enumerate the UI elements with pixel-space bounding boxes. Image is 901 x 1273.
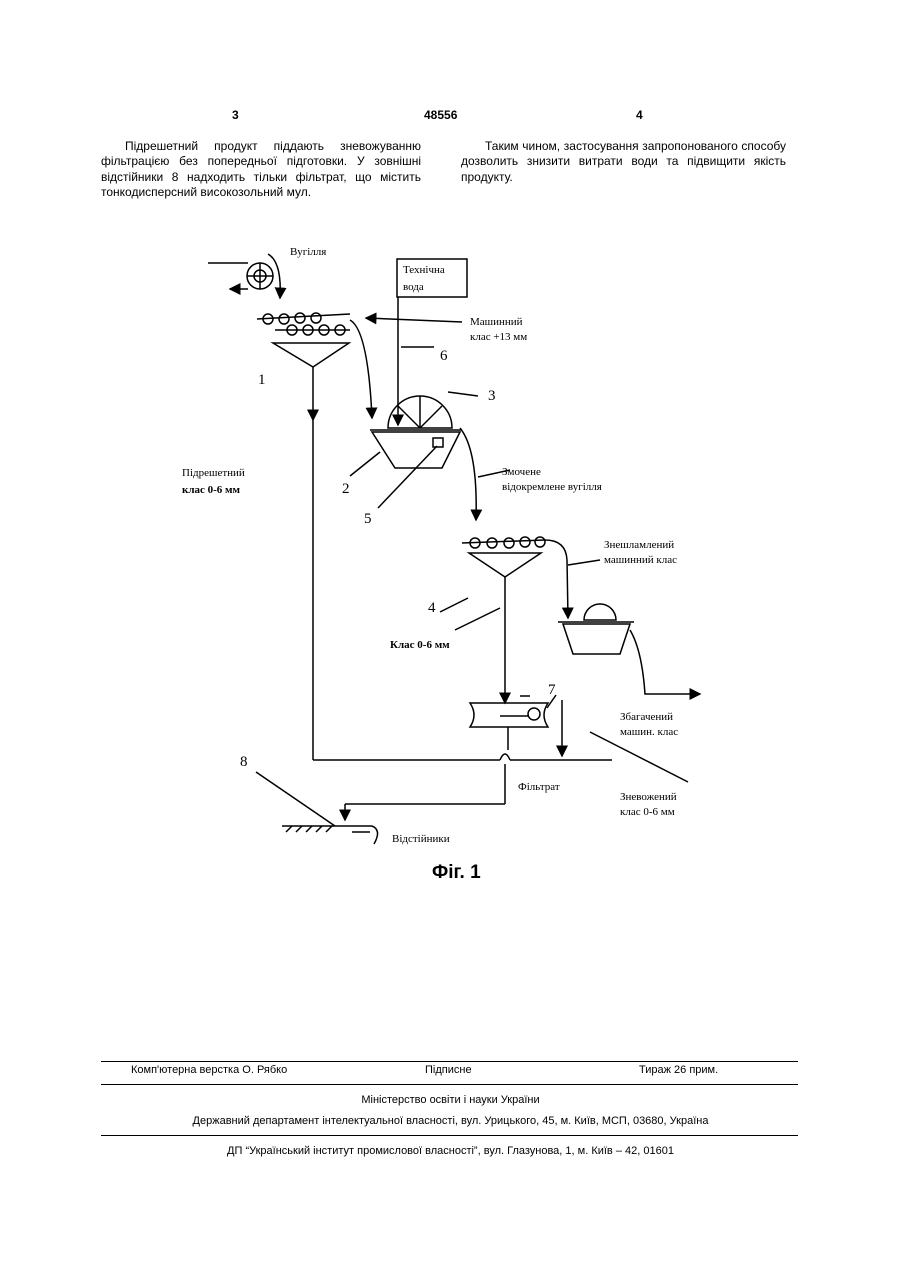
label-class-0-6: Клас 0-6 мм <box>390 639 450 651</box>
label-tech-water-2: вода <box>403 281 424 293</box>
label-dewatered-class-1: Зневожений <box>620 791 677 803</box>
label-wetted-coal-1: Змочене <box>502 466 541 478</box>
label-undersize-class-2: клас 0-6 мм <box>182 484 241 496</box>
footer-circulation: Тираж 26 прим. <box>639 1064 718 1076</box>
ref-number-8: 8 <box>240 754 248 770</box>
label-deslimed-class-1: Знешламлений <box>604 539 674 551</box>
ref-number-5: 5 <box>364 511 372 527</box>
label-machine-class-2: клас +13 мм <box>470 331 527 343</box>
centrifuge-7 <box>470 695 562 756</box>
figure-caption: Фіг. 1 <box>432 862 481 884</box>
footer-rule-middle <box>101 1084 798 1085</box>
label-coal: Вугілля <box>290 246 326 258</box>
label-tech-water-1: Технічна <box>403 264 445 276</box>
footer-layout: Комп'ютерна верстка О. Рябко <box>131 1064 287 1076</box>
footer-rule-top <box>101 1061 798 1062</box>
label-filtrate: Фільтрат <box>518 781 560 793</box>
feed-drum <box>208 254 280 298</box>
classifier-2 <box>370 396 476 520</box>
ref-number-3: 3 <box>488 388 496 404</box>
ref-number-2: 2 <box>342 481 350 497</box>
label-machine-class-1: Машинний <box>470 316 523 328</box>
screen-4 <box>462 537 568 703</box>
label-deslimed-class-2: машинний клас <box>604 554 677 566</box>
deslimed-unit <box>558 604 700 694</box>
footer-institute: ДП “Український інститут промислової вла… <box>0 1145 901 1157</box>
label-undersize-class-1: Підрешетний <box>182 467 245 479</box>
ref-number-7: 7 <box>548 682 556 698</box>
footer-department: Державний департамент інтелектуальної вл… <box>0 1115 901 1127</box>
settler-8 <box>256 772 378 844</box>
screen-1 <box>257 313 350 760</box>
footer-ministry: Міністерство освіти і науки України <box>0 1094 901 1106</box>
label-wetted-coal-2: відокремлене вугілля <box>502 481 602 493</box>
ref-number-6: 6 <box>440 348 448 364</box>
ref-number-1: 1 <box>258 372 266 388</box>
ref-number-4: 4 <box>428 600 436 616</box>
label-enriched-class-2: машин. клас <box>620 726 678 738</box>
footer-rule-bottom <box>101 1135 798 1136</box>
label-dewatered-class-2: клас 0-6 мм <box>620 806 675 818</box>
label-enriched-class-1: Збагачений <box>620 711 673 723</box>
footer-signed: Підписне <box>425 1064 472 1076</box>
label-settlers: Відстійники <box>392 833 450 845</box>
